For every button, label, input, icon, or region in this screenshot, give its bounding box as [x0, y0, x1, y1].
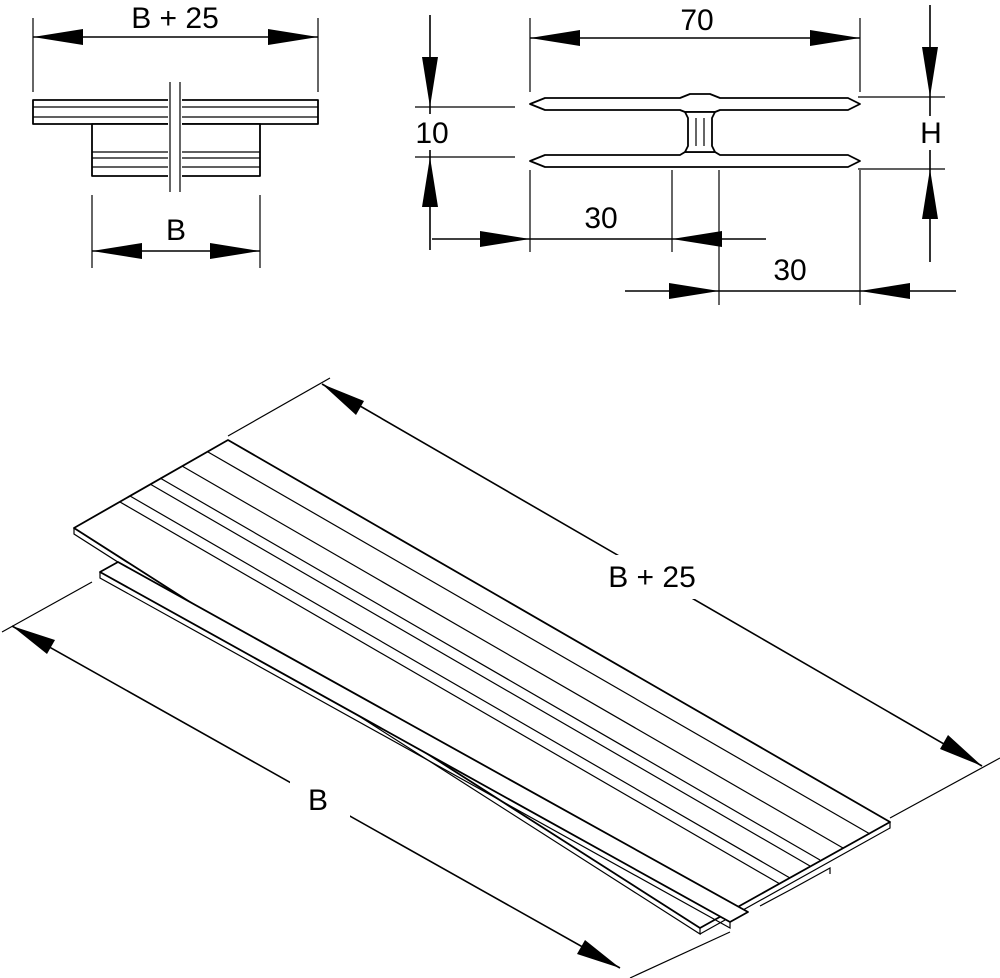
dim-arrow-right — [268, 29, 318, 45]
section-total-width-label: 70 — [680, 4, 713, 37]
dim-arrow-up — [422, 157, 438, 207]
dim-arrow-down-right — [940, 735, 982, 766]
dim-arrow-left — [860, 283, 910, 299]
section-profile-bottom-flange — [529, 151, 861, 168]
section-profile-web — [684, 111, 716, 153]
section-view: 70 10 H 30 — [408, 2, 956, 305]
dim-arrow-up-left — [322, 384, 364, 415]
end-view-width-plus-label: B + 25 — [131, 2, 219, 35]
iso-width-label: B — [308, 784, 328, 817]
dim-arrow-left — [33, 29, 83, 45]
dim-arrow-down — [422, 57, 438, 107]
dim-arrow-up-left — [12, 626, 55, 654]
dim-arrow-right — [810, 30, 860, 46]
section-profile-top-flange — [529, 93, 861, 113]
section-left-offset-label: 30 — [584, 202, 617, 235]
dim-arrow-right — [669, 283, 719, 299]
section-right-offset-label: 30 — [773, 254, 806, 287]
iso-length-label: B + 25 — [608, 561, 696, 594]
dim-arrow-right — [210, 243, 260, 259]
iso-cover-strip — [73, 439, 891, 929]
dim-arrow-up — [922, 169, 938, 219]
dim-arrow-left — [92, 243, 142, 259]
dim-arrow-down — [922, 47, 938, 97]
section-thickness-label: 10 — [415, 117, 448, 150]
dim-arrow-right — [480, 231, 530, 247]
end-view-width-label: B — [166, 214, 186, 247]
dim-arrow-left — [530, 30, 580, 46]
end-view: B + 25 B — [32, 2, 319, 268]
iso-bottom-plate — [99, 561, 749, 923]
section-height-label: H — [920, 117, 942, 150]
isometric-view: B + 25 B — [1, 377, 1000, 978]
dim-arrow-down-right — [577, 940, 620, 968]
dim-arrow-left — [672, 231, 722, 247]
